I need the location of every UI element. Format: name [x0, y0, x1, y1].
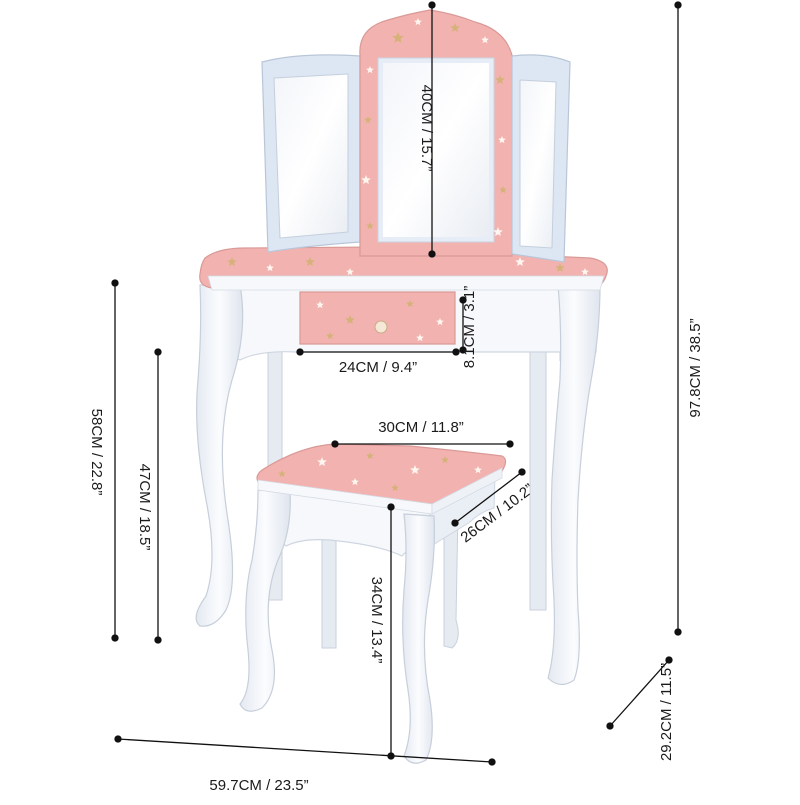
table-width-label: 59.7CM / 23.5”: [209, 777, 308, 794]
star-icon: [410, 465, 420, 474]
star-icon: [364, 116, 372, 124]
star-icon: [406, 300, 414, 308]
star-icon: [515, 257, 525, 266]
star-icon: [436, 318, 444, 326]
drawer-height-label: 8.1CM / 3.1”: [461, 286, 478, 369]
star-icon: [366, 222, 374, 230]
star-icon: [481, 36, 489, 44]
stool-height-label: 34CM / 13.4”: [368, 577, 385, 664]
table-height-label: 58CM / 22.8”: [88, 409, 105, 496]
star-icon: [316, 301, 324, 309]
star-icon: [555, 263, 565, 272]
star-icon: [317, 457, 327, 466]
star-icon: [392, 32, 404, 43]
star-icon: [346, 268, 354, 276]
star-icon: [493, 227, 503, 236]
total-height-label: 97.8CM / 38.5”: [687, 318, 704, 417]
stool-width-line: [331, 440, 514, 448]
star-icon: [305, 257, 315, 266]
stool: [239, 443, 507, 764]
stool-depth-line: [451, 468, 526, 527]
table-width-line: [114, 735, 496, 766]
knee-height-line: [154, 348, 162, 644]
star-decorations: [227, 18, 589, 492]
star-icon: [581, 268, 589, 276]
mirror-height-label: 40CM / 15.7”: [418, 85, 435, 172]
star-icon: [361, 175, 371, 184]
vanity-leg-front-left: [195, 284, 244, 627]
star-icon: [326, 332, 334, 340]
knee-height-label: 47CM / 18.5”: [136, 464, 153, 551]
trifold-mirror: [261, 9, 571, 263]
star-icon: [227, 257, 237, 266]
star-icon: [366, 452, 374, 460]
vanity-drawer: [299, 291, 456, 345]
dimension-lines: [111, 1, 682, 766]
star-icon: [391, 484, 399, 492]
star-icon: [266, 264, 274, 272]
star-icon: [351, 478, 359, 486]
star-icon: [366, 66, 374, 74]
table-depth-label: 29.2CM / 11.5”: [658, 663, 675, 761]
table-height-line: [111, 279, 119, 642]
total-height-line: [674, 1, 682, 636]
star-icon: [474, 466, 482, 474]
drawer-width-label: 24CM / 9.4”: [339, 359, 417, 376]
star-icon: [416, 334, 424, 342]
star-icon: [414, 18, 422, 26]
stool-width-label: 30CM / 11.8”: [378, 419, 464, 436]
vanity-back-leg-right: [529, 339, 547, 611]
star-icon: [278, 470, 286, 478]
drawer-height-line: [459, 296, 467, 354]
star-icon: [495, 75, 505, 84]
star-icon: [441, 456, 449, 464]
stool-leg-front-left: [239, 489, 291, 712]
drawer-knob: [374, 320, 388, 334]
vanity-table: [195, 246, 608, 686]
star-icon: [450, 23, 460, 32]
mirror-height-line: [428, 1, 436, 258]
table-depth-line: [606, 656, 673, 730]
star-icon: [499, 186, 507, 194]
star-icon: [498, 136, 506, 144]
star-icon: [345, 315, 355, 324]
drawer-width-line: [296, 348, 460, 356]
stool-back-leg-right: [443, 509, 459, 649]
vanity-leg-front-right: [547, 284, 601, 686]
stool-leg-front-right: [402, 513, 435, 764]
